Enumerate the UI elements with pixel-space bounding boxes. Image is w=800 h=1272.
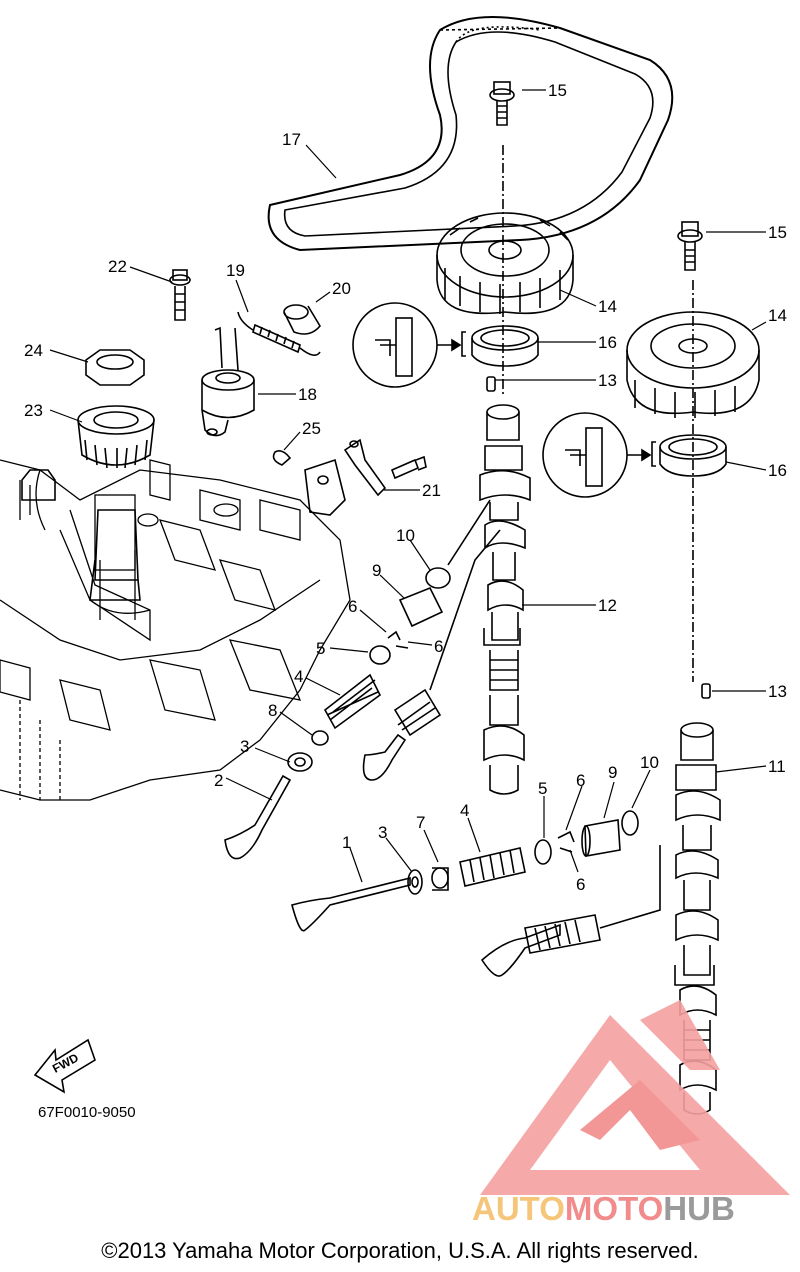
callout-7: 7 [416, 813, 425, 832]
callout-5b: 5 [538, 779, 547, 798]
woodruff-key [272, 450, 292, 466]
callout-2: 2 [214, 771, 223, 790]
callout-6c: 6 [576, 771, 585, 790]
cylinder-head [0, 459, 351, 801]
bolt-tensioner [169, 269, 191, 321]
callout-5a: 5 [316, 639, 325, 658]
crank-pulley [77, 405, 155, 469]
callout-1: 1 [342, 833, 351, 852]
callout-3a: 3 [240, 737, 249, 756]
forward-direction-arrow [33, 1038, 96, 1094]
callout-9b: 9 [608, 763, 617, 782]
callout-10a: 10 [396, 526, 415, 545]
callout-6d: 6 [576, 875, 585, 894]
tensioner-spring [237, 311, 321, 356]
belt-tensioner [201, 326, 255, 437]
callout-23: 23 [24, 401, 43, 420]
watermark-part-moto: MOTO [564, 1190, 664, 1227]
callout-15b: 15 [768, 223, 787, 242]
callout-4b: 4 [460, 801, 469, 820]
watermark-part-hub: HUB [663, 1190, 735, 1227]
callout-6b: 6 [434, 637, 443, 656]
callout-13b: 13 [768, 682, 787, 701]
collar [283, 304, 321, 335]
crankshaft-end [21, 469, 141, 601]
oil-seal-upper [352, 302, 539, 388]
callout-4a: 4 [294, 667, 303, 686]
callout-19: 19 [226, 261, 245, 280]
callout-10b: 10 [640, 753, 659, 772]
callout-25: 25 [302, 419, 321, 438]
callout-6a: 6 [348, 597, 357, 616]
callout-14b: 14 [768, 306, 787, 325]
bolt-right [677, 221, 703, 271]
bolt-upper [489, 81, 515, 126]
callout-18: 18 [298, 385, 317, 404]
bracket-plate [304, 438, 427, 516]
callout-3b: 3 [378, 823, 387, 842]
watermark-logo [480, 1000, 790, 1195]
callout-17: 17 [282, 130, 301, 149]
camshaft-exhaust [674, 280, 721, 1115]
callout-12: 12 [598, 596, 617, 615]
intake-valve-set [224, 499, 501, 860]
callout-22: 22 [108, 257, 127, 276]
callout-11: 11 [768, 757, 786, 776]
callout-numbers: 15 15 17 14 14 16 16 13 13 11 12 22 19 2… [24, 81, 787, 1076]
timing-belt [267, 16, 674, 252]
callout-20: 20 [332, 279, 351, 298]
oil-seal-right [542, 412, 727, 498]
part-code: 67F0010-9050 [38, 1104, 136, 1121]
crank-nut [85, 349, 145, 386]
dowel-pins [486, 376, 711, 699]
exhaust-valve-set [291, 810, 661, 977]
copyright-notice: ©2013 Yamaha Motor Corporation, U.S.A. A… [101, 1238, 699, 1263]
callout-15a: 15 [548, 81, 567, 100]
watermark-text: AUTOMOTOHUB [472, 1190, 735, 1228]
callout-16a: 16 [598, 333, 617, 352]
callout-14a: 14 [598, 297, 617, 316]
callout-21: 21 [422, 481, 441, 500]
callout-9a: 9 [372, 561, 381, 580]
callout-16b: 16 [768, 461, 787, 480]
cam-sprocket-upper [436, 212, 574, 315]
camshaft-intake [479, 145, 531, 795]
callout-13a: 13 [598, 371, 617, 390]
watermark-part-auto: AUTO [472, 1190, 565, 1227]
callout-8: 8 [268, 701, 277, 720]
callout-24: 24 [24, 341, 43, 360]
leader-lines [49, 89, 767, 883]
